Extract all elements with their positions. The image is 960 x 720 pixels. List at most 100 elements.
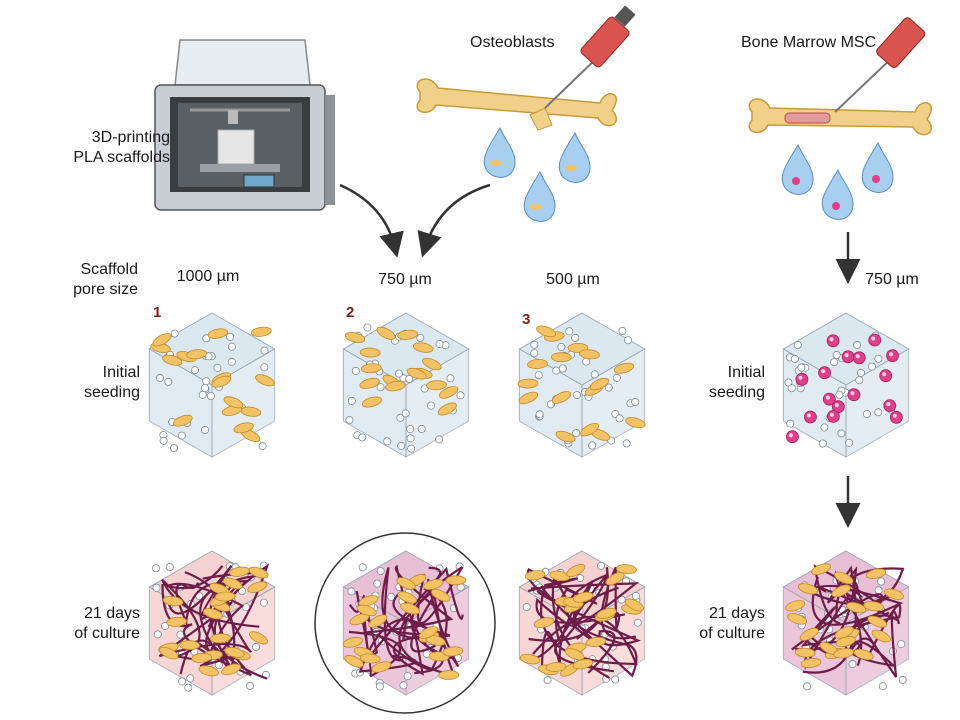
osteoblast-cell — [613, 362, 635, 374]
osteoblast-cell — [248, 566, 269, 579]
pore-size-label-line2: pore size — [73, 281, 138, 298]
osteoblast-cell — [376, 326, 396, 340]
pore — [588, 441, 597, 450]
pore — [165, 563, 174, 572]
pore — [898, 675, 907, 684]
osteoblast-cell — [224, 647, 245, 658]
pore — [830, 358, 839, 367]
pore — [406, 425, 415, 434]
pore — [190, 366, 199, 375]
matrix-fiber — [811, 576, 904, 633]
culture-msc-line1: 21 days — [708, 605, 765, 622]
osteoblast-cell — [211, 375, 232, 388]
osteoblast-cell — [371, 661, 392, 673]
osteoblast-cell — [549, 570, 570, 582]
osteoblast-cell — [589, 377, 610, 391]
pore — [897, 640, 906, 649]
osteoblast-cell — [871, 629, 891, 643]
osteoblast-cell — [418, 626, 439, 639]
osteoblast-cell — [359, 347, 381, 358]
osteoblast-cell — [203, 608, 224, 620]
pore — [245, 681, 254, 690]
printer-label-line2: PLA scaffolds — [73, 149, 170, 166]
msc-cell — [804, 410, 817, 424]
scaffold-number-1: 1 — [153, 304, 162, 321]
osteoblast-cell — [233, 422, 254, 434]
pore — [345, 415, 354, 424]
osteoblast-cell — [833, 648, 855, 659]
msc-cell — [847, 388, 861, 402]
pore — [535, 410, 544, 419]
msc-cell — [841, 350, 855, 364]
msc-drops-icon — [781, 141, 894, 220]
osteoblast-cell — [191, 652, 212, 663]
osteoblast-cell — [884, 588, 905, 600]
pore — [178, 677, 187, 686]
osteoblast-cell — [396, 577, 416, 590]
msc-cell — [786, 430, 799, 444]
pore — [416, 333, 425, 342]
osteoblast-cell — [344, 332, 366, 343]
scaffold-cube-culture-1 — [148, 550, 276, 696]
osteoblast-cell — [422, 357, 442, 371]
pore — [557, 342, 566, 351]
msc-cell-highlight — [882, 372, 887, 377]
osteoblast-cell — [342, 636, 363, 648]
pore — [522, 603, 531, 612]
osteoblast-cell — [573, 591, 594, 603]
pore-size-2: 750 µm — [378, 271, 432, 288]
osteoblast-cell — [385, 380, 406, 392]
arrow-printer-to-scaffold — [339, 183, 404, 258]
osteoblast-cell — [834, 626, 854, 639]
msc-cell-highlight — [871, 336, 876, 341]
msc-cell-highlight — [892, 413, 897, 418]
pore — [407, 444, 416, 453]
pipette-msc-icon — [834, 17, 926, 113]
osteoblast-cell — [596, 607, 617, 619]
pore — [375, 682, 384, 691]
pore — [363, 323, 372, 332]
pore — [405, 374, 414, 383]
pore — [878, 682, 887, 691]
osteoblast-cell — [605, 572, 625, 586]
pore — [631, 591, 640, 600]
pore — [572, 429, 581, 438]
pore — [624, 336, 633, 345]
pore — [376, 567, 385, 576]
pore — [397, 441, 406, 450]
pore — [867, 362, 876, 371]
osteoblast-cell — [249, 631, 268, 645]
pore — [383, 437, 392, 446]
pore-size-msc: 750 µm — [865, 271, 919, 288]
printer-label-line1: 3D-printing — [91, 129, 170, 146]
printer-label: 3D-printing PLA scaffolds — [40, 128, 170, 168]
pore — [797, 363, 806, 372]
osteoblast-cell — [579, 349, 600, 360]
pore — [202, 377, 211, 386]
osteoblast-cell — [400, 602, 421, 615]
osteoblast-cell — [551, 352, 572, 363]
pore — [260, 363, 269, 372]
osteoblast-cell — [426, 380, 447, 391]
pore — [153, 630, 162, 639]
matrix-fiber — [804, 595, 902, 670]
msc-cell-highlight — [798, 375, 803, 380]
pore — [820, 423, 829, 432]
msc-cell-highlight — [829, 412, 834, 417]
pore — [170, 329, 179, 338]
pore — [631, 397, 640, 406]
matrix-fiber — [526, 568, 598, 640]
pore — [832, 350, 841, 359]
scaffold-cube-culture-msc — [782, 550, 910, 696]
scaffold-cube-initial-2 — [342, 312, 470, 458]
matrix-fiber — [540, 585, 638, 678]
pore — [552, 366, 561, 375]
osteoblast-cell — [186, 349, 207, 360]
pore — [446, 374, 455, 383]
osteoblast-cell — [412, 342, 434, 353]
pore — [611, 675, 620, 684]
pore — [612, 373, 621, 382]
pore — [347, 587, 356, 596]
pore — [530, 349, 539, 358]
